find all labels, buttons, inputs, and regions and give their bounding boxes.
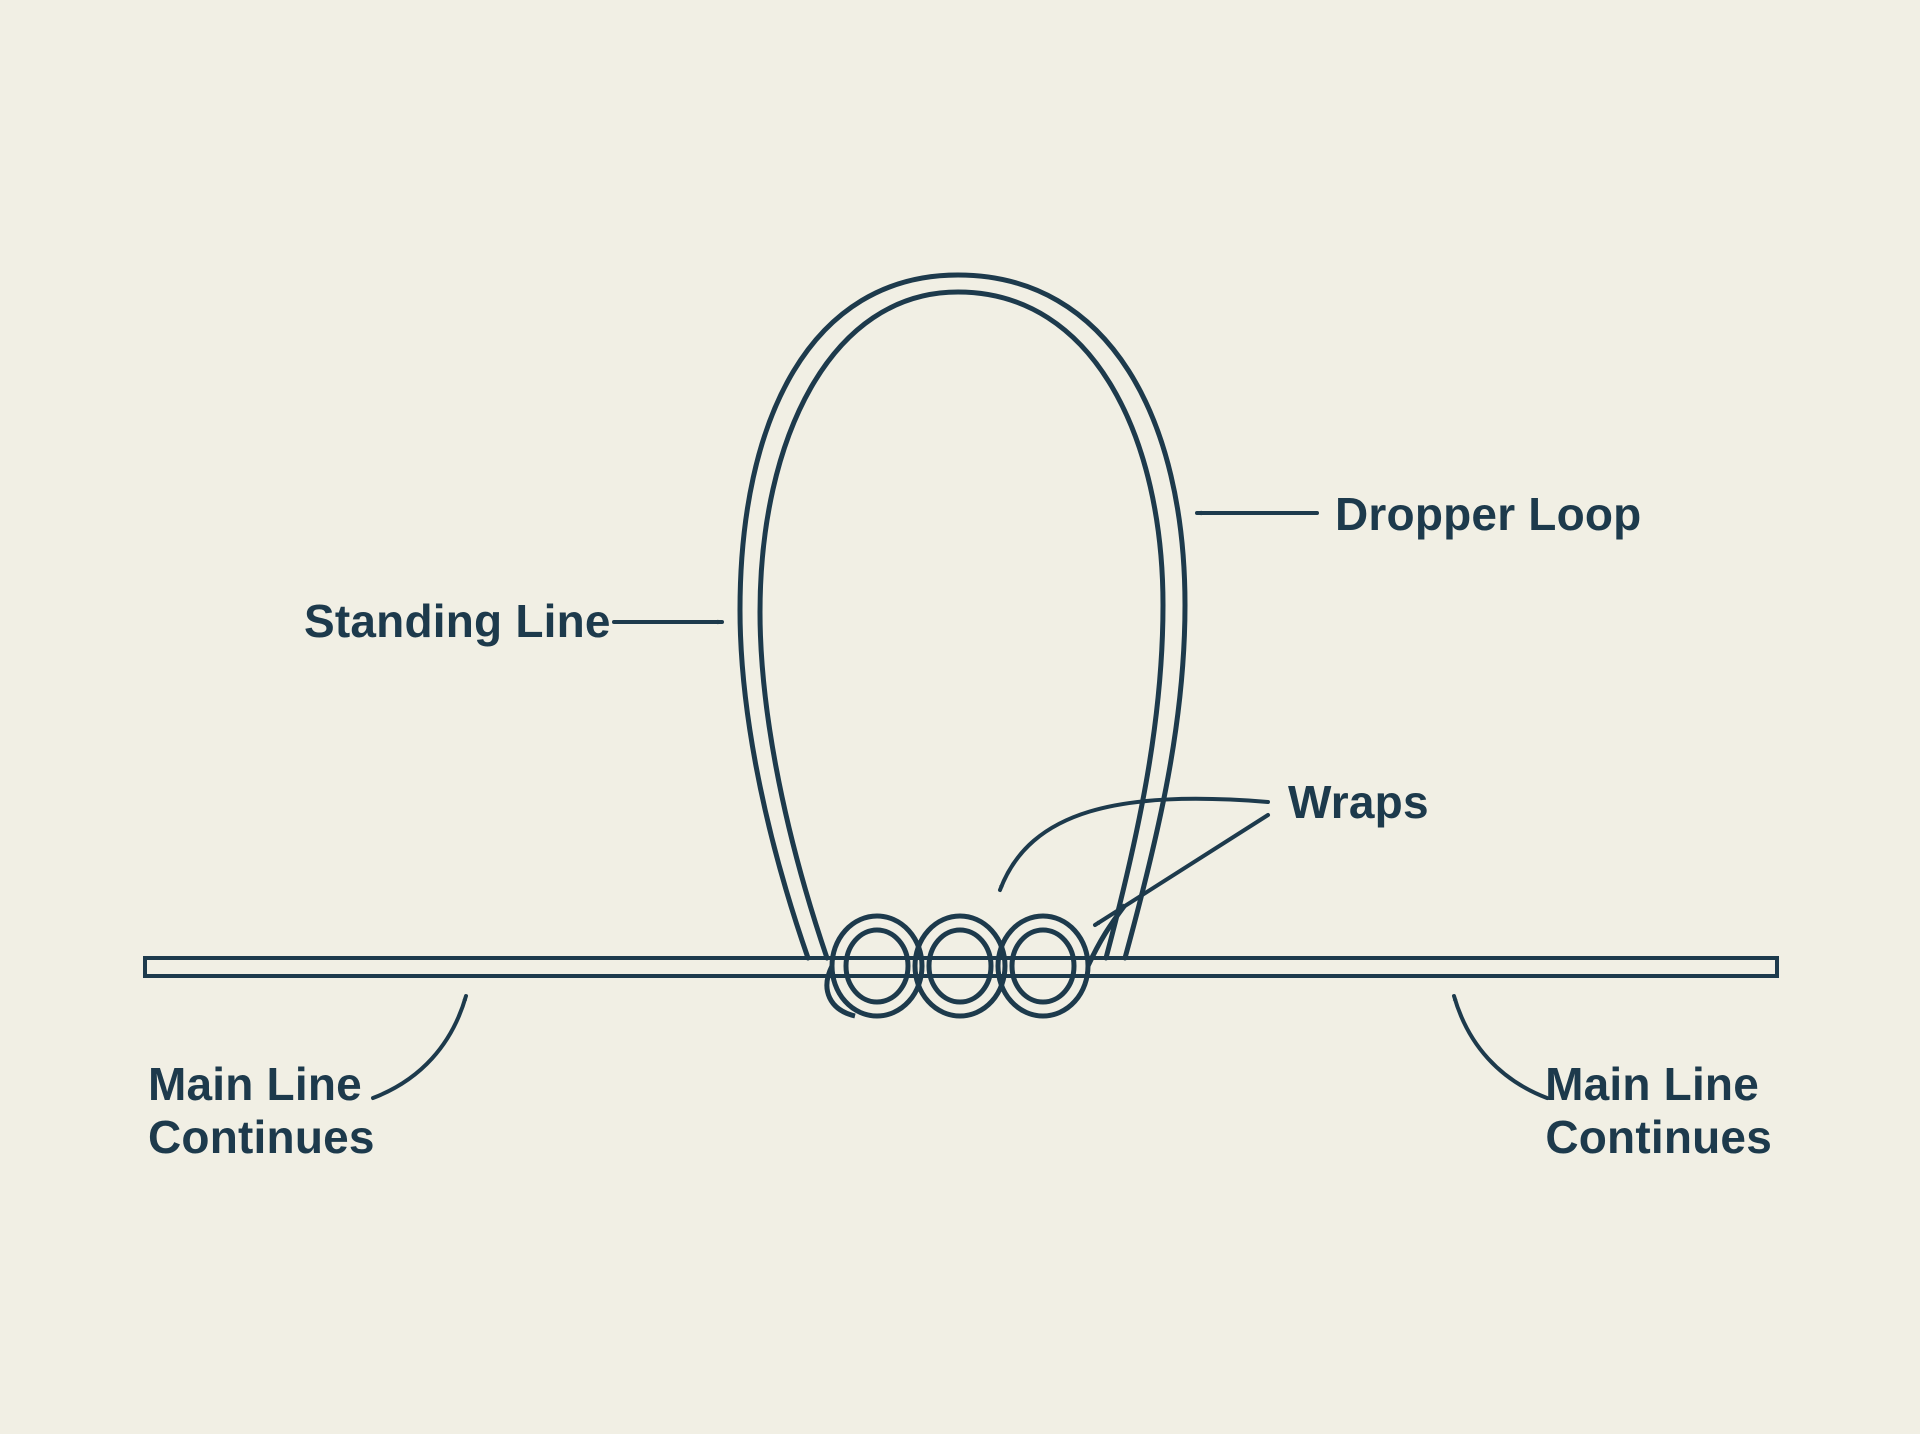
main-line-right-line2: Continues [1545, 1111, 1772, 1163]
dropper-loop [737, 272, 1188, 961]
dropper-loop-label: Dropper Loop [1335, 488, 1641, 540]
wrap-coil-3-inner [1009, 927, 1077, 1005]
standing-line-label: Standing Line [304, 595, 611, 647]
main-line-left-line1: Main Line [148, 1058, 362, 1110]
main-line [143, 956, 1779, 978]
main-line-right-arrow [1452, 994, 1549, 1100]
main-line-right-line1: Main Line [1545, 1058, 1759, 1110]
wraps-arrow-upper [998, 796, 1270, 892]
wraps-label: Wraps [1288, 776, 1429, 828]
wrap-coil-2 [912, 913, 1008, 1019]
main-line-left-label: Main Line Continues [148, 1058, 375, 1163]
wraps-arrow-lower [1093, 813, 1270, 927]
main-line-right-label: Main Line Continues [1545, 1058, 1772, 1163]
wrap-coil-2-inner [926, 927, 994, 1005]
wrap-coil-1-inner [843, 927, 911, 1005]
main-line-left-line2: Continues [148, 1111, 375, 1163]
main-line-left-arrow [371, 994, 468, 1100]
loop-tail-left [824, 964, 856, 1019]
